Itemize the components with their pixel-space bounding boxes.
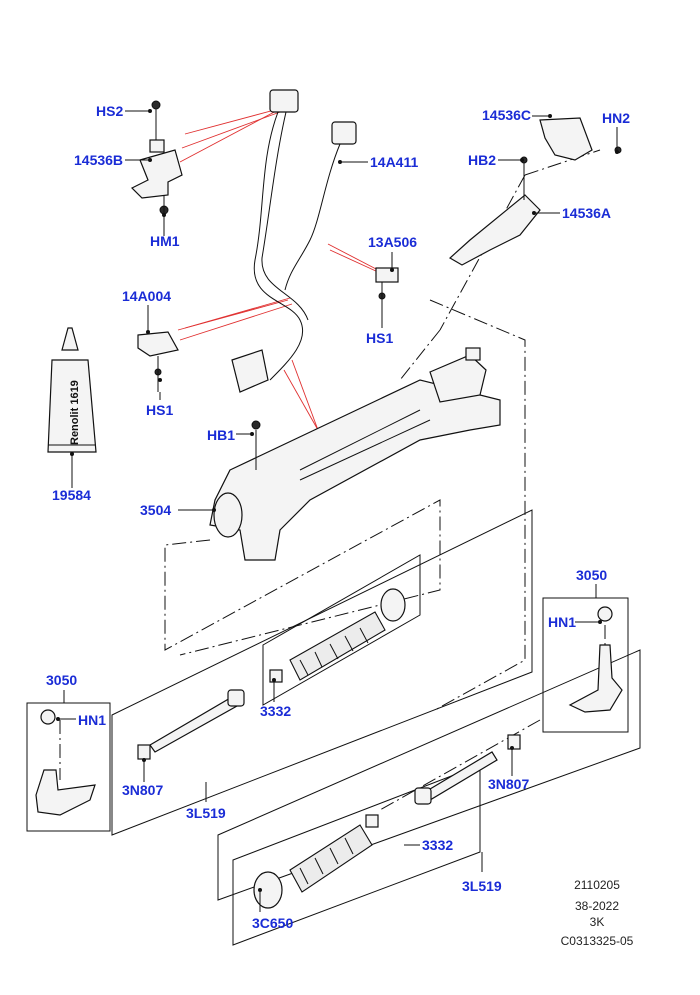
label-3l519-left: 3L519 xyxy=(186,805,226,821)
wiring-harness xyxy=(231,89,357,393)
label-3332-lower: 3332 xyxy=(422,837,453,853)
tie-rod-left xyxy=(35,689,245,816)
label-hb1: HB1 xyxy=(207,427,235,443)
leader-lines xyxy=(56,109,619,912)
label-3n807-left: 3N807 xyxy=(122,782,163,798)
sealant-tube: Renolit 1619 xyxy=(47,327,97,453)
tube-label: Renolit 1619 xyxy=(69,380,81,445)
bracket-14a004 xyxy=(137,331,179,392)
harness-pointer-lines xyxy=(177,107,379,431)
bracket-14536b xyxy=(130,100,183,230)
ref-line-2: 38-2022 xyxy=(575,899,619,913)
label-14536a: 14536A xyxy=(562,205,611,221)
label-hs1-lower: HS1 xyxy=(146,402,173,418)
label-14a411: 14A411 xyxy=(370,154,418,170)
label-hn2: HN2 xyxy=(602,110,630,126)
label-3n807-right: 3N807 xyxy=(488,776,529,792)
label-14536b: 14536B xyxy=(74,152,123,168)
label-hn1-left: HN1 xyxy=(78,712,106,728)
ref-line-1: 2110205 xyxy=(574,878,620,892)
tie-rod-right xyxy=(414,606,623,805)
label-13a506: 13A506 xyxy=(368,234,417,250)
bracket-14536a xyxy=(448,156,541,266)
part-labels: HS2 14536B HM1 14536C HN2 HB2 14A411 145… xyxy=(46,103,630,931)
bracket-14536c xyxy=(539,117,622,161)
label-3332-upper: 3332 xyxy=(260,703,291,719)
steering-rack xyxy=(209,347,501,561)
label-3050-right: 3050 xyxy=(576,567,607,583)
ref-line-4: C0313325-05 xyxy=(561,934,634,948)
boot-lower xyxy=(253,814,379,909)
boot-upper xyxy=(269,588,406,683)
label-hs2: HS2 xyxy=(96,103,123,119)
label-hm1: HM1 xyxy=(150,233,180,249)
label-3c650: 3C650 xyxy=(252,915,293,931)
label-19584: 19584 xyxy=(52,487,91,503)
label-hb2: HB2 xyxy=(468,152,496,168)
label-hs1-upper: HS1 xyxy=(366,330,393,346)
label-14a004: 14A004 xyxy=(122,288,171,304)
group-outlines xyxy=(26,509,641,946)
reference-block: 2110205 38-2022 3K C0313325-05 xyxy=(561,878,634,948)
ref-line-3: 3K xyxy=(590,915,605,929)
clip-13a506 xyxy=(375,267,399,318)
label-3504: 3504 xyxy=(140,502,171,518)
label-3l519-right: 3L519 xyxy=(462,878,502,894)
label-14536c: 14536C xyxy=(482,107,531,123)
label-hn1-right: HN1 xyxy=(548,614,576,630)
label-3050-left: 3050 xyxy=(46,672,77,688)
